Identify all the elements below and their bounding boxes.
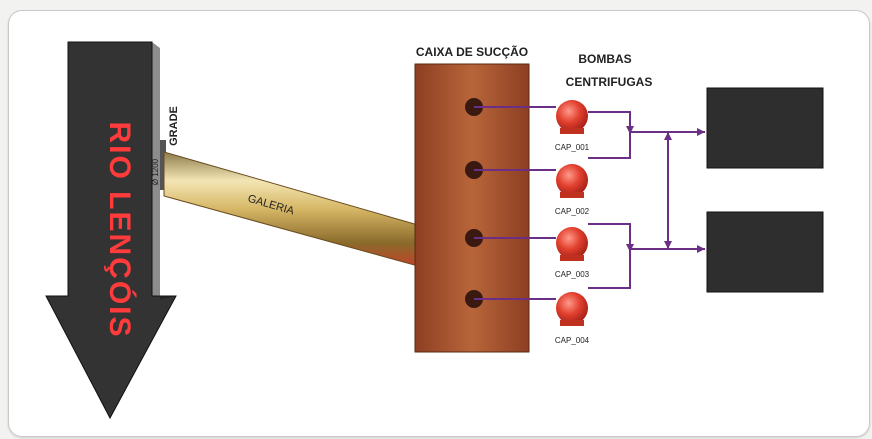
pump-cap-004[interactable]: CAP_004 — [555, 292, 590, 345]
river-label: RIO LENÇÓIS — [103, 121, 137, 338]
pump-label: CAP_003 — [555, 270, 590, 279]
galeria-pipe: GALERIA — [163, 151, 419, 267]
pump-label: CAP_001 — [555, 143, 590, 152]
pump-cap-002[interactable]: CAP_002 — [555, 164, 590, 216]
pumps-title-line2: CENTRIFUGAS — [566, 75, 653, 89]
pumps-title-line1: BOMBAS — [578, 52, 631, 66]
pump-label: CAP_004 — [555, 336, 590, 345]
suction-box-label: CAIXA DE SUCÇÃO — [416, 44, 528, 59]
grade-label: GRADE — [168, 106, 180, 146]
grade-sublabel: Ø 1200 — [151, 158, 160, 185]
suction-lines — [474, 106, 556, 300]
river-arrow: RIO LENÇÓIS — [45, 41, 177, 420]
suction-box: CAIXA DE SUCÇÃO — [414, 44, 530, 353]
discharge-lines — [588, 111, 705, 289]
pump-cap-003[interactable]: CAP_003 — [555, 227, 590, 279]
reservoir-lower — [706, 211, 824, 293]
reservoir-upper — [706, 87, 824, 169]
grade-screen: GRADE Ø 1200 — [151, 106, 180, 190]
pump-label: CAP_002 — [555, 207, 590, 216]
pump-cap-001[interactable]: CAP_001 — [555, 100, 590, 152]
